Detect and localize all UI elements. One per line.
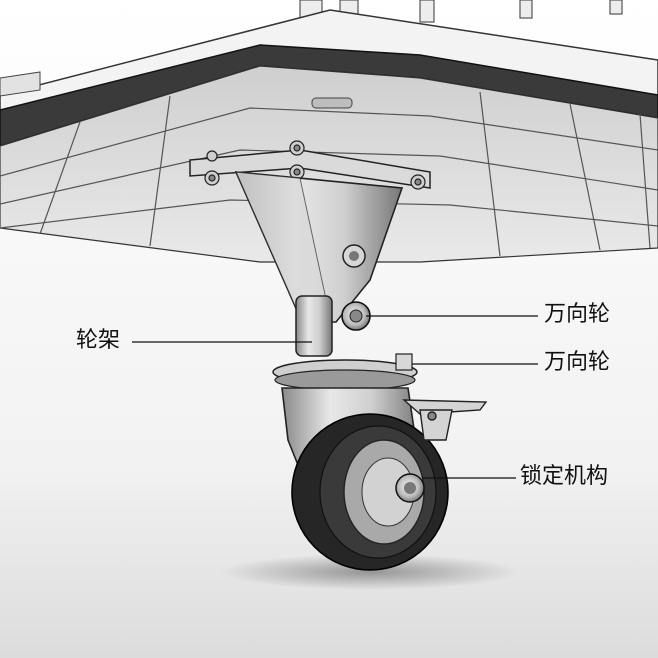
wheel-shadow: [220, 554, 520, 590]
label-caster-lower: 万向轮: [544, 350, 611, 375]
wheel-frame-knuckle: [295, 295, 333, 357]
callout-leaders: [132, 315, 538, 479]
plate-bolts: [204, 140, 426, 190]
platform-side-rail: [0, 71, 41, 97]
label-caster-upper: 万向轮: [544, 302, 611, 327]
brake-lever: [402, 399, 488, 441]
swivel-nut-icon: [395, 353, 413, 371]
label-lock-mechanism: 锁定机构: [520, 464, 609, 489]
underside-bracket: [311, 97, 353, 109]
underside-grid: [0, 91, 658, 257]
label-wheel-frame: 轮架: [76, 328, 121, 353]
platform-top: [0, 9, 658, 129]
caster-wheel: [291, 413, 449, 571]
